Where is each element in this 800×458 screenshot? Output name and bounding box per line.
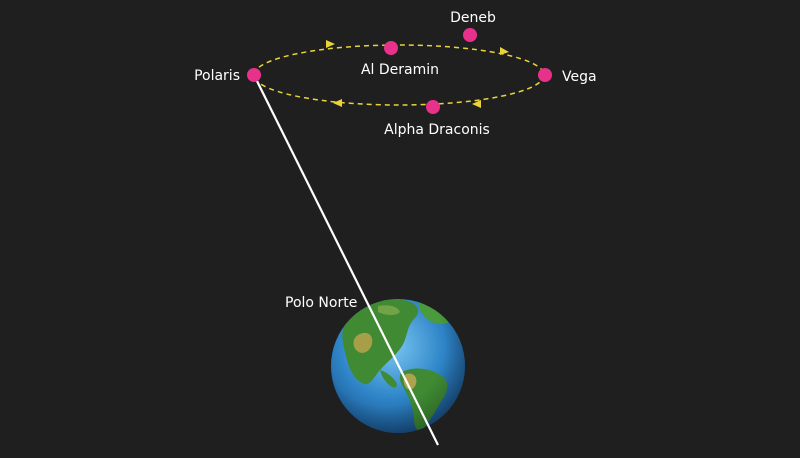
star-vega (538, 68, 552, 82)
star-polaris (247, 68, 261, 82)
label-polaris: Polaris (194, 68, 240, 84)
label-vega: Vega (562, 69, 597, 85)
orbit-arrows (326, 40, 509, 108)
star-alpha-draconis (426, 100, 440, 114)
orbit-arrow-icon (326, 40, 335, 48)
label-al-deramin: Al Deramin (361, 62, 439, 78)
orbit-arrow-icon (333, 99, 342, 107)
label-alpha-draconis: Alpha Draconis (384, 122, 490, 138)
orbit-arrow-icon (500, 47, 509, 55)
orbit-arrow-icon (472, 100, 481, 108)
star-al-deramin (384, 41, 398, 55)
star-deneb (463, 28, 477, 42)
star-markers (247, 28, 552, 114)
earth-axis-line (253, 74, 439, 446)
label-deneb: Deneb (450, 10, 496, 26)
label-polo-norte: Polo Norte (285, 295, 357, 311)
